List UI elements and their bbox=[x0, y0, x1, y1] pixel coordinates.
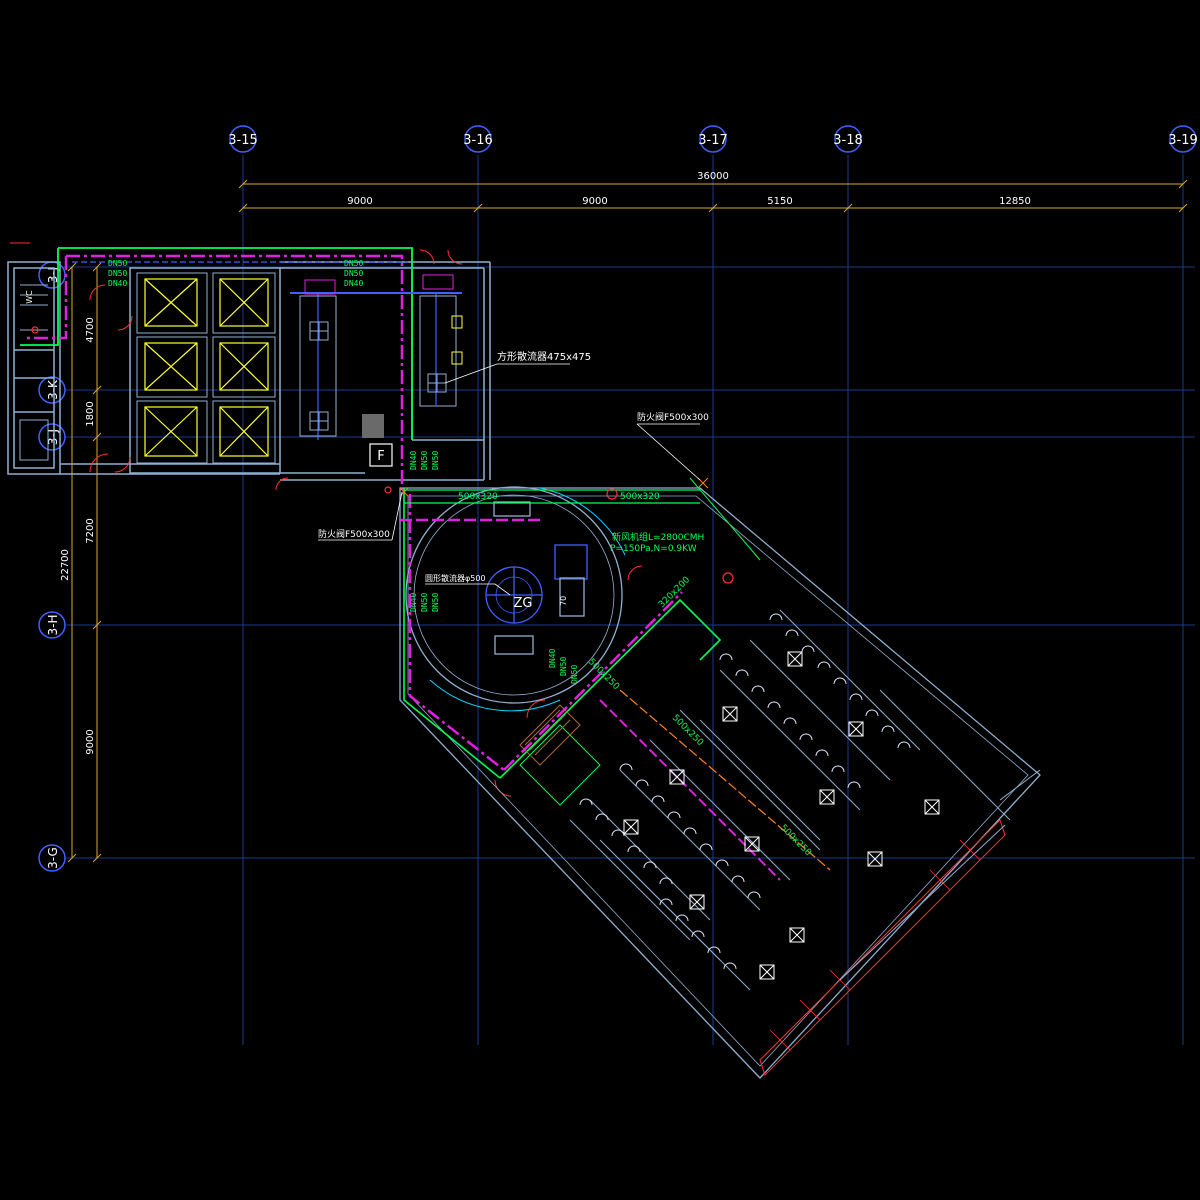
valve-symbols bbox=[31, 326, 734, 584]
axis-label: 3-19 bbox=[1168, 133, 1198, 148]
vent-label: 方形散流器475x475 bbox=[497, 350, 591, 363]
zone-tag: ZG bbox=[514, 596, 533, 611]
hatched-duct-zone bbox=[519, 704, 581, 766]
row-axis-3-top: 3-J bbox=[38, 261, 66, 289]
pipe-label: DN40 bbox=[108, 279, 127, 288]
pipe-label: DN40 bbox=[409, 593, 418, 612]
pipe-label: DN50 bbox=[559, 657, 568, 676]
ahu-equipment bbox=[299, 274, 463, 437]
pipe-label: DN50 bbox=[344, 259, 363, 268]
pipe-label: DN50 bbox=[431, 593, 440, 612]
axis-label: 3-18 bbox=[833, 133, 863, 148]
diffusers bbox=[623, 651, 940, 980]
fan-box: F bbox=[369, 443, 393, 467]
equipment-block bbox=[362, 414, 384, 438]
dim-left-4: 9000 bbox=[85, 729, 96, 754]
small-number-label: 70 bbox=[559, 596, 568, 606]
dimension-lines-top bbox=[238, 179, 1188, 213]
row-axis-3-J: 3-J bbox=[38, 423, 66, 451]
column-axis-3-18: 3-18 bbox=[833, 125, 863, 153]
duct-size-label: 500x320 bbox=[458, 492, 498, 502]
pipe-label: DN40 bbox=[409, 451, 418, 470]
dim-overall: 36000 bbox=[697, 171, 729, 182]
pipe-label: DN50 bbox=[420, 451, 429, 470]
round-lobby-walls bbox=[399, 486, 1041, 1079]
row-axis-3-K: 3-K bbox=[38, 376, 66, 404]
axis-label: 3-H bbox=[46, 615, 60, 636]
row-axis-3-G: 3-G bbox=[38, 844, 66, 872]
axis-label: 3-K bbox=[46, 379, 60, 400]
pipe-label: DN50 bbox=[420, 593, 429, 612]
round-diffuser-label: 圆形散流器φ500 bbox=[425, 573, 486, 583]
seat-symbols bbox=[579, 613, 911, 970]
column-axis-3-15: 3-15 bbox=[228, 125, 258, 153]
dim-span-3: 5150 bbox=[767, 196, 792, 207]
dim-left-3: 7200 bbox=[85, 518, 96, 543]
column-axis-3-17: 3-17 bbox=[698, 125, 728, 153]
left-stair-detail bbox=[19, 284, 49, 461]
axis-label: 3-15 bbox=[228, 133, 258, 148]
axis-label: 3-J bbox=[46, 267, 60, 283]
row-axis-3-H: 3-H bbox=[38, 611, 66, 639]
column-axis-3-19: 3-19 bbox=[1168, 125, 1198, 153]
duct-runs-lower bbox=[400, 477, 831, 881]
column-axis-3-16: 3-16 bbox=[463, 125, 493, 153]
dim-left-overall: 22700 bbox=[60, 549, 71, 581]
dim-span-1: 9000 bbox=[347, 196, 372, 207]
fire-damper-label-left: 防火阀F500x300 bbox=[318, 528, 390, 540]
dim-left-2: 1800 bbox=[85, 401, 96, 426]
axis-label: 3-17 bbox=[698, 133, 728, 148]
unit-spec-line-1: 新风机组L=2800CMH bbox=[612, 531, 704, 543]
pipe-runs-left bbox=[20, 247, 462, 490]
leader-lines bbox=[318, 363, 701, 596]
pipe-label: DN40 bbox=[548, 649, 557, 668]
wc-label: WC bbox=[25, 290, 34, 304]
elevator-shafts bbox=[136, 272, 276, 464]
building-walls-left bbox=[7, 261, 491, 481]
dimension-lines-left bbox=[67, 262, 102, 863]
fan-box-label: F bbox=[377, 449, 384, 464]
axis-label: 3-16 bbox=[463, 133, 493, 148]
pipe-label: DN50 bbox=[108, 259, 127, 268]
pipe-label: DN50 bbox=[108, 269, 127, 278]
dim-left-1: 4700 bbox=[85, 317, 96, 342]
dim-span-2: 9000 bbox=[582, 196, 607, 207]
pipe-label: DN40 bbox=[344, 279, 363, 288]
unit-spec-line-2: P=150Pa,N=0.9KW bbox=[610, 544, 697, 554]
fire-damper-label-top: 防火阀F500x300 bbox=[637, 411, 709, 423]
pipe-label: DN50 bbox=[344, 269, 363, 278]
seating-rows bbox=[569, 609, 921, 991]
axis-label: 3-G bbox=[46, 847, 60, 869]
duct-size-label: 500x320 bbox=[620, 492, 660, 502]
pipe-label: DN50 bbox=[431, 451, 440, 470]
axis-label: 3-J bbox=[46, 429, 60, 445]
glazing-wall bbox=[759, 689, 1041, 1076]
dim-span-4: 12850 bbox=[999, 196, 1031, 207]
